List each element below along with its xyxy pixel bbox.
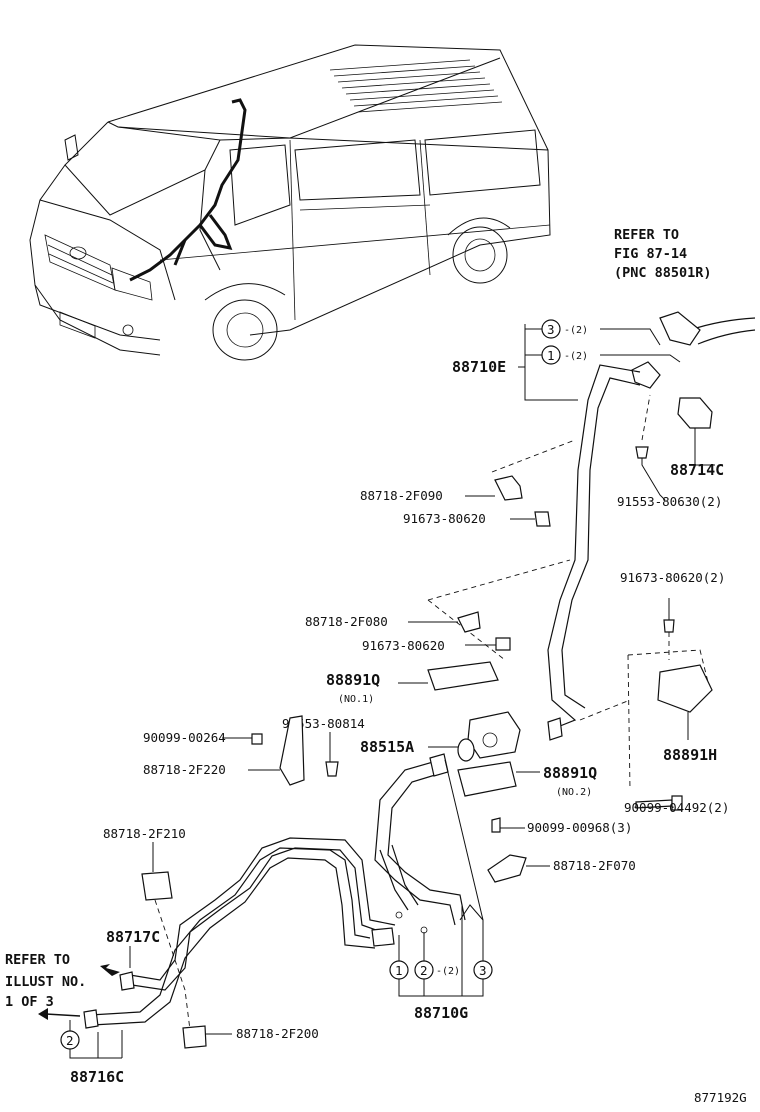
pipe-88710E	[547, 364, 641, 741]
svg-text:3: 3	[479, 963, 487, 978]
label-90099-00968: 90099-00968(3)	[527, 820, 632, 835]
label-88891Q-a-note: (NO.1)	[338, 694, 374, 705]
pipe-88710G	[374, 753, 466, 926]
part-91673-80620-2: 91673-80620(2)	[620, 570, 725, 660]
svg-text:-(2): -(2)	[436, 966, 460, 977]
label-91673-80620-b: 91673-80620(2)	[620, 570, 725, 585]
label-88714C: 88714C	[670, 461, 724, 479]
part-88891Q-no2: 88891Q (NO.2)	[457, 761, 597, 798]
van-illustration	[29, 44, 551, 361]
part-88718-2F210: 88718-2F210	[103, 826, 191, 1031]
figure-id: 877192G	[694, 1090, 747, 1105]
svg-text:1: 1	[547, 348, 555, 363]
label-91673-80620-c: 91673-80620	[362, 638, 445, 653]
label-88710G: 88710G	[414, 1004, 468, 1022]
svg-text:3: 3	[547, 322, 555, 337]
label-90099-04492: 90099-04492(2)	[624, 800, 729, 815]
part-90099-04492: 90099-04492(2)	[624, 795, 729, 815]
callout-group-top: 3 -(2) 1 -(2) 88710E	[452, 319, 681, 401]
label-88515A: 88515A	[360, 738, 414, 756]
label-88891Q-b: 88891Q	[543, 764, 597, 782]
callout-group-bottom: 1 2 -(2) 3 88710G	[389, 759, 493, 1022]
part-88717C: 88717C	[106, 928, 160, 968]
part-88515A: 88515A	[360, 711, 521, 762]
part-88891H: 88891H	[579, 649, 717, 791]
part-88714C: 88714C	[670, 428, 724, 479]
svg-text:1: 1	[395, 963, 403, 978]
label-88710E: 88710E	[452, 358, 506, 376]
label-88891Q-b-note: (NO.2)	[556, 787, 592, 798]
part-88718-2F090: 88718-2F090 91673-80620	[360, 439, 576, 527]
refer-top-line3: (PNC 88501R)	[614, 265, 712, 281]
leader-dashed-1	[427, 559, 571, 601]
part-90099-00264: 90099-00264	[143, 730, 263, 745]
part-88718-2F070: 88718-2F070	[487, 854, 636, 883]
refer-top-line2: FIG 87-14	[614, 246, 687, 262]
part-91553-80630: 91553-80630(2)	[617, 394, 722, 509]
part-90099-00968: 90099-00968(3)	[491, 817, 632, 835]
label-88718-2F090: 88718-2F090	[360, 488, 443, 503]
part-88718-2F200: 88718-2F200	[182, 1025, 319, 1049]
svg-text:-(2): -(2)	[564, 351, 588, 362]
part-88718-2F220: 88718-2F220	[143, 715, 305, 786]
refer-left-line2: ILLUST NO.	[5, 974, 86, 990]
svg-text:2: 2	[66, 1033, 74, 1048]
label-88891H: 88891H	[663, 746, 717, 764]
label-90099-00264: 90099-00264	[143, 730, 226, 745]
label-91673-80620-a: 91673-80620	[403, 511, 486, 526]
refer-left-line1: REFER TO	[5, 952, 70, 968]
part-88718-2F080: 88718-2F080 91673-80620	[305, 611, 511, 653]
svg-text:2: 2	[420, 963, 428, 978]
pipe-88716C	[83, 837, 396, 1029]
refer-top-note: REFER TO FIG 87-14 (PNC 88501R)	[614, 227, 712, 281]
part-88891Q-no1: 88891Q (NO.1)	[326, 661, 499, 705]
top-connector	[631, 311, 756, 429]
label-88718-2F210: 88718-2F210	[103, 826, 186, 841]
refer-left-line3: 1 OF 3	[5, 994, 54, 1010]
refer-top-line1: REFER TO	[614, 227, 679, 243]
label-88718-2F070: 88718-2F070	[553, 858, 636, 873]
svg-text:-(2): -(2)	[564, 325, 588, 336]
label-88891Q-a: 88891Q	[326, 671, 380, 689]
label-88717C: 88717C	[106, 928, 160, 946]
label-88716C: 88716C	[70, 1068, 124, 1086]
refer-left-note: REFER TO ILLUST NO. 1 OF 3	[5, 952, 120, 1020]
label-88718-2F200: 88718-2F200	[236, 1026, 319, 1041]
label-88718-2F080: 88718-2F080	[305, 614, 388, 629]
label-88718-2F220: 88718-2F220	[143, 762, 226, 777]
label-91553-80630: 91553-80630(2)	[617, 494, 722, 509]
part-88716C: 2 88716C	[60, 1020, 124, 1086]
